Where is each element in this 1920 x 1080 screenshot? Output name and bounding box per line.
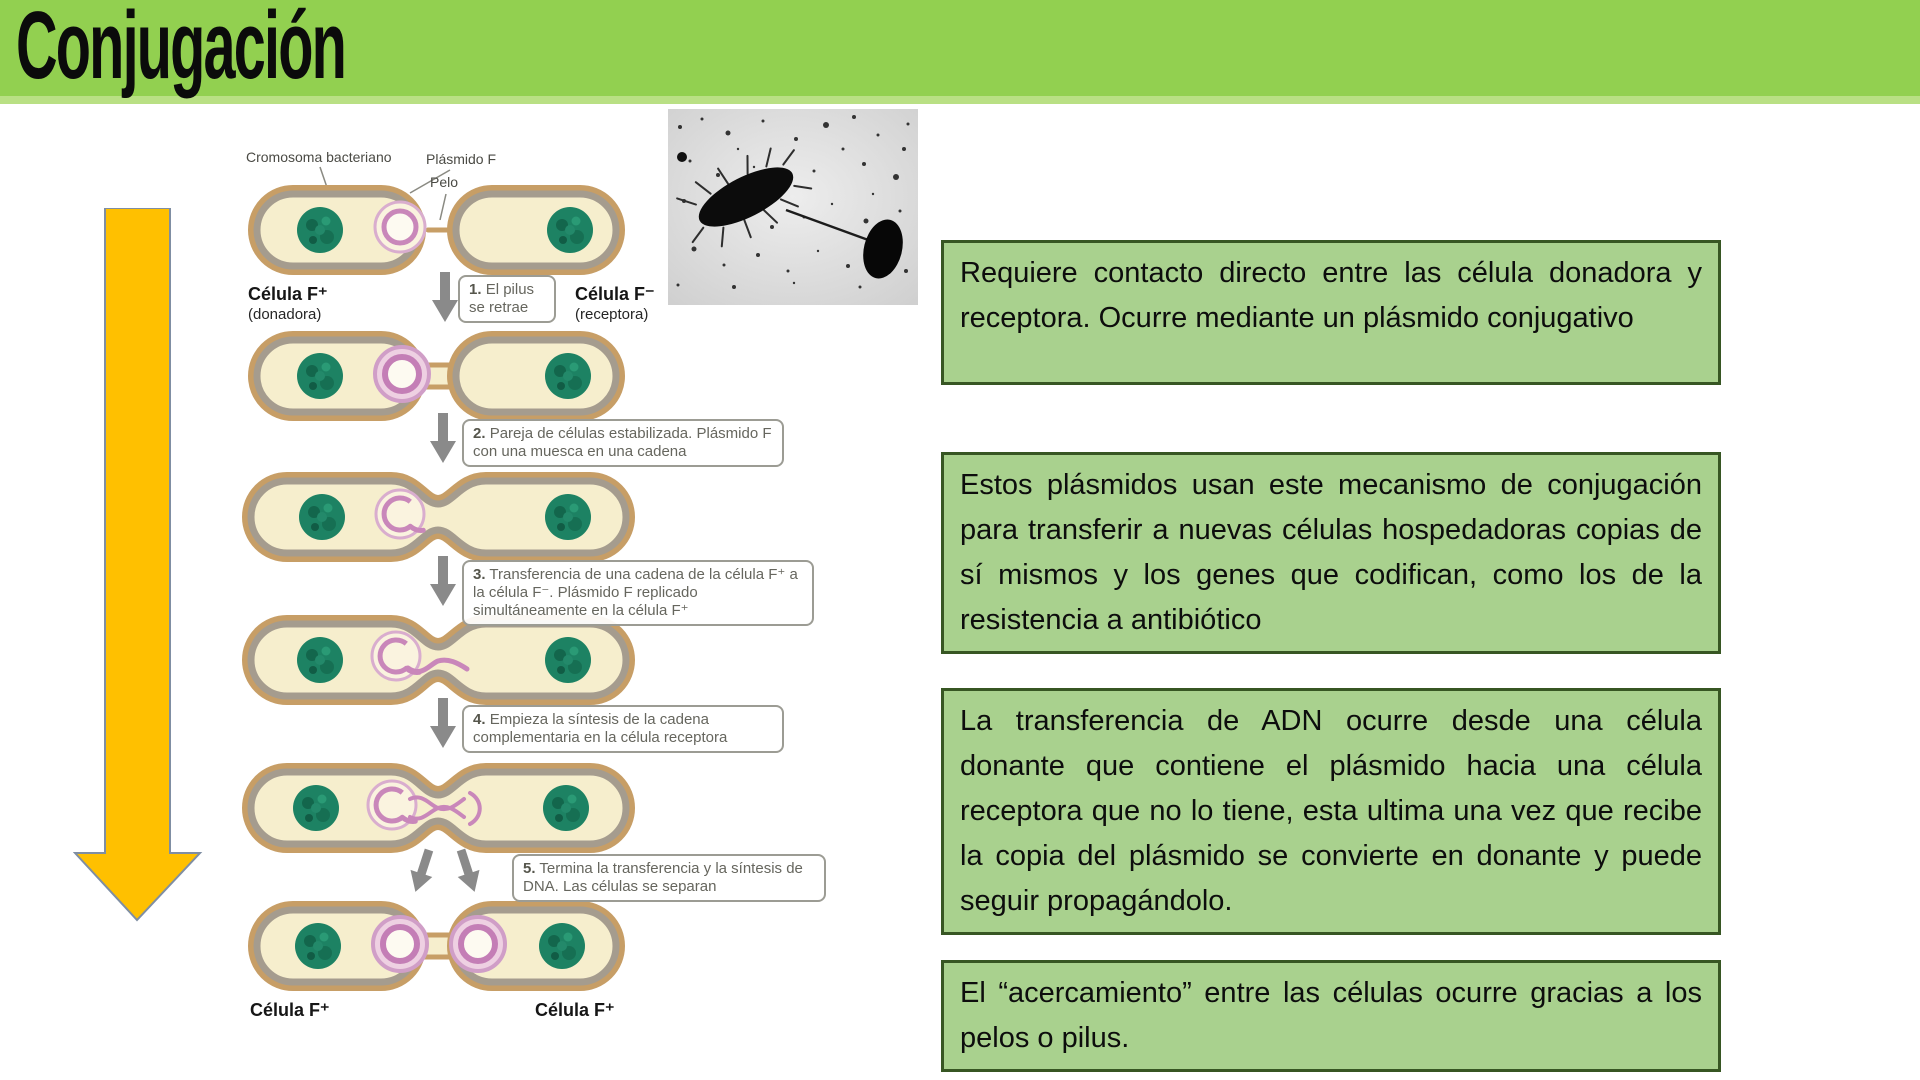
step-5-text: Termina la transferencia y la síntesis d… [523,860,803,895]
step-3-number: 3. [473,566,486,583]
header-bar: Conjugación [0,0,1920,104]
diagram-row-3 [251,481,626,553]
diagram-row-6 [257,910,616,982]
step-4-number: 4. [473,711,486,728]
step-1-text: El pilus se retrae [469,281,535,316]
label-plasmido: Plásmido F [426,151,497,167]
pilus-bridge [785,208,883,247]
diagram-row-2 [257,340,616,412]
micrograph-art [668,109,918,305]
label-final-left: Célula F⁺ [250,1000,330,1020]
label-final-right: Célula F⁺ [535,1000,615,1020]
label-celula-f-minus: Célula F⁻ [575,284,655,304]
micrograph-image [668,109,918,305]
diagram-row-1 [257,194,616,266]
step-1-number: 1. [469,281,482,298]
note-box-contact: Requiere contacto directo entre las célu… [941,240,1721,385]
step-box-5: 5. Termina la transferencia y la síntesi… [512,854,826,902]
label-cromosoma: Cromosoma bacteriano [246,149,392,165]
recipient-bacterium [863,219,903,279]
micrograph-small-particle [677,152,687,162]
step-5-number: 5. [523,860,536,877]
step-3-text: Transferencia de una cadena de la célula… [473,566,798,619]
label-donadora: (donadora) [248,306,322,323]
step-2-text: Pareja de células estabilizada. Plásmido… [473,425,772,460]
step-box-1: 1. El pilus se retrae [458,275,556,323]
conjugation-diagram [230,110,890,1060]
diagram-row-4 [251,624,626,696]
page-title: Conjugación [16,0,347,99]
label-pelo: Pelo [430,174,459,190]
conjugation-diagram-art [230,166,890,1060]
note-box-pilus: El “acercamiento” entre las células ocur… [941,960,1721,1072]
step-box-3: 3. Transferencia de una cadena de la cél… [462,560,814,626]
step-box-4: 4. Empieza la síntesis de la cadena comp… [462,705,784,753]
donor-bacterium [676,147,813,248]
step-4-text: Empieza la síntesis de la cadena complem… [473,711,728,746]
note-box-transfer: La transferencia de ADN ocurre desde una… [941,688,1721,935]
note-box-plasmids: Estos plásmidos usan este mecanismo de c… [941,452,1721,654]
step-2-number: 2. [473,425,486,442]
step-box-2: 2. Pareja de células estabilizada. Plásm… [462,419,784,467]
label-celula-f-plus: Célula F⁺ [248,284,328,304]
flow-down-arrow [73,208,203,922]
diagram-row-5 [251,772,626,844]
label-receptora: (receptora) [575,306,649,323]
